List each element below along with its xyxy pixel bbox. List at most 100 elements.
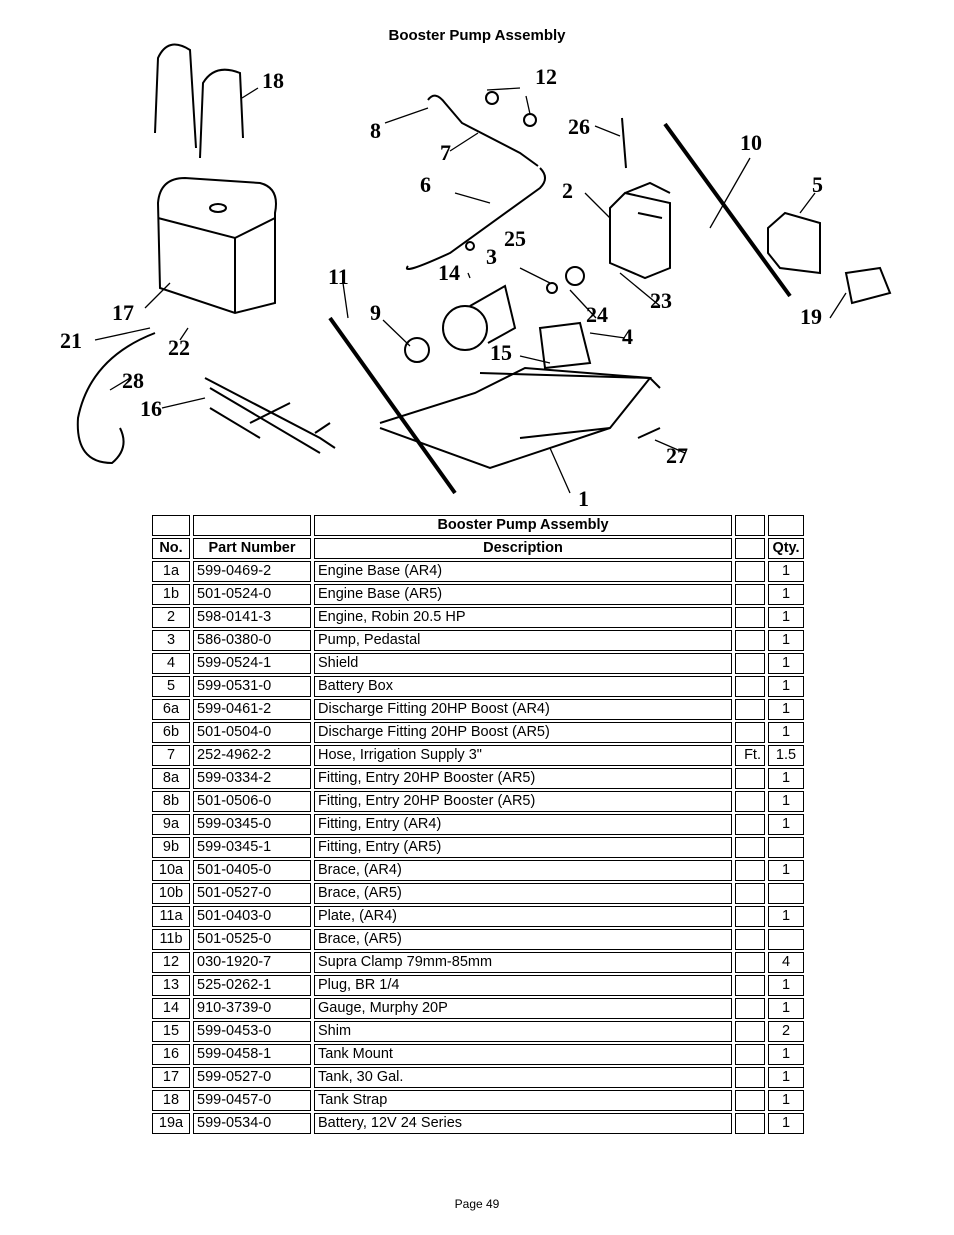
row-no: 3 — [152, 630, 190, 651]
row-part-number: 501-0506-0 — [193, 791, 311, 812]
row-part-number: 599-0334-2 — [193, 768, 311, 789]
caption-cell-unit — [735, 515, 765, 536]
callout-21: 21 — [60, 328, 82, 353]
callout-27: 27 — [666, 443, 688, 468]
row-no: 12 — [152, 952, 190, 973]
callout-1: 1 — [578, 486, 589, 510]
row-no: 1b — [152, 584, 190, 605]
caption-cell-qty — [768, 515, 804, 536]
row-no: 18 — [152, 1090, 190, 1111]
callout-2: 2 — [562, 178, 573, 203]
row-qty: 1 — [768, 676, 804, 697]
row-description: Fitting, Entry (AR4) — [314, 814, 732, 835]
clamp-b — [523, 113, 537, 127]
row-part-number: 599-0527-0 — [193, 1067, 311, 1088]
row-description: Brace, (AR5) — [314, 883, 732, 904]
header-part-number: Part Number — [193, 538, 311, 559]
row-no: 13 — [152, 975, 190, 996]
tank-strap-b — [199, 68, 244, 159]
leader-lines — [94, 87, 847, 494]
row-description: Battery, 12V 24 Series — [314, 1113, 732, 1134]
callout-3: 3 — [486, 244, 497, 269]
row-qty: 2 — [768, 1021, 804, 1042]
callout-labels: 18 12 8 7 26 10 6 2 5 25 3 14 11 17 21 2… — [60, 64, 823, 511]
coupling-b — [546, 282, 558, 294]
caption-cell-no — [152, 515, 190, 536]
row-part-number: 501-0527-0 — [193, 883, 311, 904]
row-unit — [735, 768, 765, 789]
row-no: 8a — [152, 768, 190, 789]
row-no: 7 — [152, 745, 190, 766]
brace — [663, 122, 792, 298]
callout-4: 4 — [622, 324, 633, 349]
row-no: 15 — [152, 1021, 190, 1042]
row-description: Tank, 30 Gal. — [314, 1067, 732, 1088]
row-no: 19a — [152, 1113, 190, 1134]
row-qty: 1 — [768, 791, 804, 812]
row-description: Plate, (AR4) — [314, 906, 732, 927]
row-unit — [735, 906, 765, 927]
row-qty: 1 — [768, 768, 804, 789]
row-qty: 1 — [768, 1090, 804, 1111]
callout-17: 17 — [112, 300, 134, 325]
row-part-number: 525-0262-1 — [193, 975, 311, 996]
row-description: Fitting, Entry 20HP Booster (AR5) — [314, 791, 732, 812]
row-qty: 1 — [768, 906, 804, 927]
row-part-number: 599-0458-1 — [193, 1044, 311, 1065]
header-unit — [735, 538, 765, 559]
engine-base — [379, 366, 652, 470]
row-description: Brace, (AR4) — [314, 860, 732, 881]
row-unit — [735, 607, 765, 628]
row-description: Fitting, Entry (AR5) — [314, 837, 732, 858]
row-no: 11a — [152, 906, 190, 927]
pump-volute — [442, 305, 488, 351]
row-part-number: 599-0457-0 — [193, 1090, 311, 1111]
row-description: Engine, Robin 20.5 HP — [314, 607, 732, 628]
row-qty: 1 — [768, 814, 804, 835]
page-number: Page 49 — [454, 1197, 500, 1211]
row-qty: 1 — [768, 975, 804, 996]
row-no: 16 — [152, 1044, 190, 1065]
callout-10: 10 — [740, 130, 762, 155]
row-unit — [735, 1021, 765, 1042]
row-description: Supra Clamp 79mm-85mm — [314, 952, 732, 973]
plate — [328, 316, 457, 495]
row-unit — [735, 584, 765, 605]
row-part-number: 030-1920-7 — [193, 952, 311, 973]
row-description: Shield — [314, 653, 732, 674]
callout-23: 23 — [650, 288, 672, 313]
row-qty — [768, 837, 804, 858]
row-part-number: 501-0403-0 — [193, 906, 311, 927]
row-no: 9b — [152, 837, 190, 858]
row-no: 5 — [152, 676, 190, 697]
row-description: Discharge Fitting 20HP Boost (AR5) — [314, 722, 732, 743]
row-no: 6b — [152, 722, 190, 743]
row-part-number: 586-0380-0 — [193, 630, 311, 651]
callout-9: 9 — [370, 300, 381, 325]
row-qty: 1 — [768, 1113, 804, 1134]
row-qty: 1 — [768, 584, 804, 605]
row-unit — [735, 791, 765, 812]
row-qty — [768, 883, 804, 904]
row-no: 10a — [152, 860, 190, 881]
tank-mount — [204, 377, 336, 454]
row-part-number: 501-0405-0 — [193, 860, 311, 881]
part-27 — [637, 427, 661, 439]
engine-top — [624, 181, 671, 219]
callout-15: 15 — [490, 340, 512, 365]
row-unit — [735, 998, 765, 1019]
header-no: No. — [152, 538, 190, 559]
